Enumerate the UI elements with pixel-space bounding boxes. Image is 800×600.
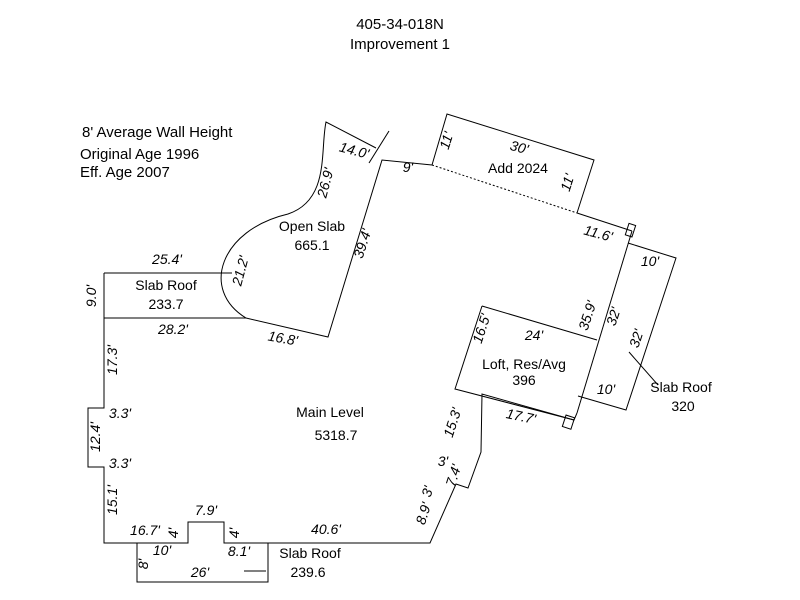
dim-7-9: 7.9' — [195, 502, 218, 518]
slab-roof-right-leader — [628, 351, 659, 386]
dim-11-left: 11' — [436, 129, 457, 152]
dim-16-8: 16.8' — [267, 328, 301, 349]
slab-roof-right-area: 320 — [671, 398, 695, 414]
main-level-label: Main Level — [296, 404, 364, 420]
slab-roof-bottom-outline — [136, 543, 269, 583]
loft-outline — [454, 305, 598, 421]
dim-32-left: 32' — [603, 304, 624, 328]
open-slab-area: 665.1 — [294, 237, 329, 253]
dim-3-3-lower: 3.3' — [109, 455, 132, 471]
dim-26: 26' — [190, 564, 211, 580]
dim-16-5: 16.5' — [469, 310, 494, 345]
dim-7-4: 7.4' — [442, 461, 464, 488]
wall-height-note: 8' Average Wall Height — [82, 124, 233, 141]
eff-age-note: Eff. Age 2007 — [80, 164, 170, 181]
dim-39-4: 39.4' — [350, 225, 375, 260]
improvement-title: Improvement 1 — [349, 36, 451, 53]
dim-4-right: 4' — [226, 526, 242, 538]
add-2024-outline — [431, 113, 595, 214]
small-notch-bottom — [561, 414, 576, 430]
main-level-area: 5318.7 — [315, 427, 358, 443]
small-notch-top — [624, 222, 637, 238]
dim-26-9: 26.9' — [313, 165, 337, 200]
slab-roof-left-label: Slab Roof — [135, 277, 197, 293]
dim-12-4: 12.4' — [87, 421, 103, 452]
dim-8: 8' — [135, 557, 151, 569]
open-slab-curve — [220, 121, 377, 319]
dim-11-right: 11' — [557, 171, 578, 194]
slab-roof-bottom-label: Slab Roof — [279, 545, 341, 561]
add-2024-label: Add 2024 — [488, 160, 548, 176]
main-level-outline — [87, 159, 578, 544]
wall-11-6 — [576, 212, 633, 232]
dim-35-9: 35.9' — [575, 297, 600, 332]
loft-area: 396 — [512, 372, 536, 388]
slab-roof-left-outline — [103, 272, 232, 318]
dim-3-upper: 3' — [438, 453, 450, 469]
dim-10-bottom: 10' — [597, 381, 617, 397]
slab-roof-right-label: Slab Roof — [650, 379, 712, 395]
dim-40-6: 40.6' — [311, 521, 342, 537]
open-slab-label: Open Slab — [279, 218, 345, 234]
dim-32-right: 32' — [626, 326, 647, 350]
dim-10-bottom-slab: 10' — [153, 542, 173, 558]
dim-14-0: 14.0' — [338, 139, 372, 163]
dim-17-3: 17.3' — [104, 344, 120, 375]
dim-30: 30' — [508, 137, 531, 158]
dim-21-2: 21.2' — [228, 253, 252, 288]
dim-8-9: 8.9' — [412, 499, 434, 526]
add-2024-dotted-line — [431, 164, 578, 214]
dim-25-4: 25.4' — [151, 251, 183, 267]
dim-3-lower: 3' — [418, 483, 437, 499]
dim-15-3: 15.3' — [440, 404, 465, 439]
slab-roof-bottom-area: 239.6 — [290, 564, 325, 580]
open-slab-tick — [368, 130, 390, 164]
dim-9: 9' — [403, 159, 415, 175]
slab-roof-right-outline — [577, 242, 677, 411]
loft-label: Loft, Res/Avg — [482, 356, 566, 372]
original-age-note: Original Age 1996 — [80, 146, 200, 163]
slab-roof-left-area: 233.7 — [148, 296, 183, 312]
dim-8-1: 8.1' — [228, 543, 251, 559]
dim-17-7: 17.7' — [505, 405, 539, 427]
dim-11-6: 11.6' — [582, 222, 615, 245]
dim-9-0: 9.0' — [83, 284, 99, 307]
dim-28-2: 28.2' — [157, 321, 189, 337]
parcel-number: 405-34-018N — [356, 16, 444, 33]
dim-4-left: 4' — [165, 526, 181, 538]
right-wall-main — [576, 230, 633, 414]
dim-16-7: 16.7' — [130, 522, 161, 538]
dim-10-top: 10' — [641, 253, 661, 269]
dim-24: 24' — [524, 327, 545, 343]
dim-3-3-upper: 3.3' — [109, 405, 132, 421]
dim-15-1: 15.1' — [104, 484, 120, 515]
